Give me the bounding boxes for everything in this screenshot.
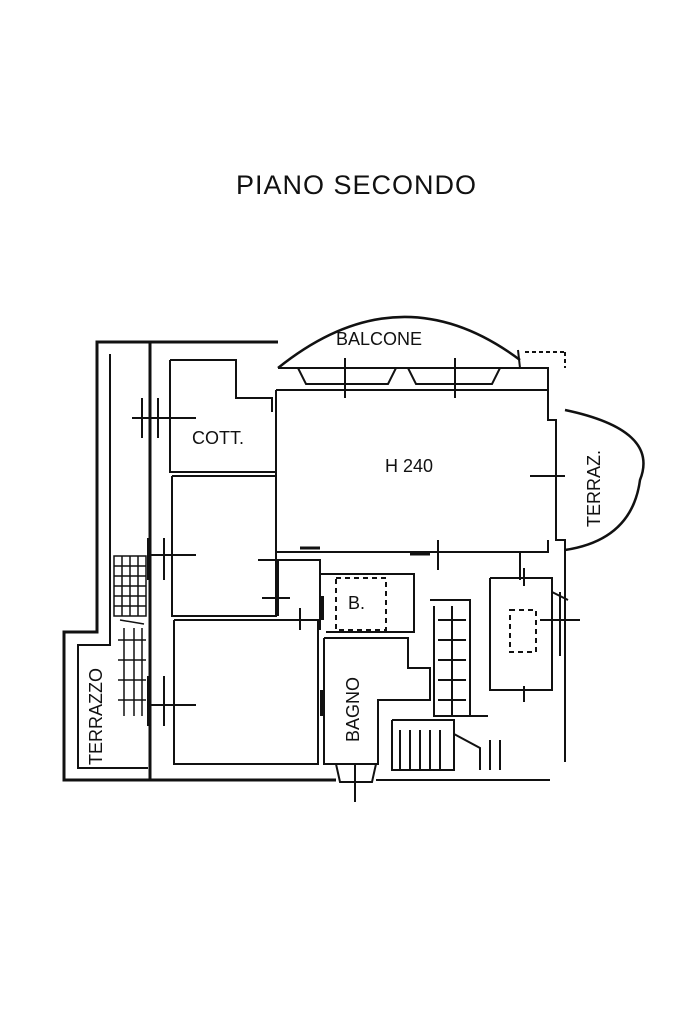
bedroom-middle-walls: [147, 475, 277, 617]
terraz-right-outline: [525, 351, 645, 552]
stairs: [391, 599, 501, 771]
balcone-outline: [277, 315, 521, 398]
label-h240: H 240: [385, 456, 433, 476]
living-room-walls: [275, 389, 565, 580]
label-balcone: BALCONE: [336, 329, 422, 349]
terrazzo-left-outline: [62, 340, 152, 782]
bagno-walls: [320, 637, 431, 802]
bagno-small-walls: [258, 559, 415, 633]
service-room-walls: [489, 568, 580, 702]
label-b: B.: [348, 593, 365, 613]
label-cott: COTT.: [192, 428, 244, 448]
exterior-walls: [148, 340, 566, 782]
label-terrazzo: TERRAZZO: [86, 668, 106, 765]
exterior-steps: [113, 555, 147, 716]
floor-plan-title: PIANO SECONDO: [236, 170, 478, 200]
label-bagno: BAGNO: [343, 677, 363, 742]
bedroom-bottom-walls: [147, 619, 319, 765]
cott-room-walls: [132, 359, 276, 473]
label-terraz: TERRAZ.: [584, 450, 604, 527]
